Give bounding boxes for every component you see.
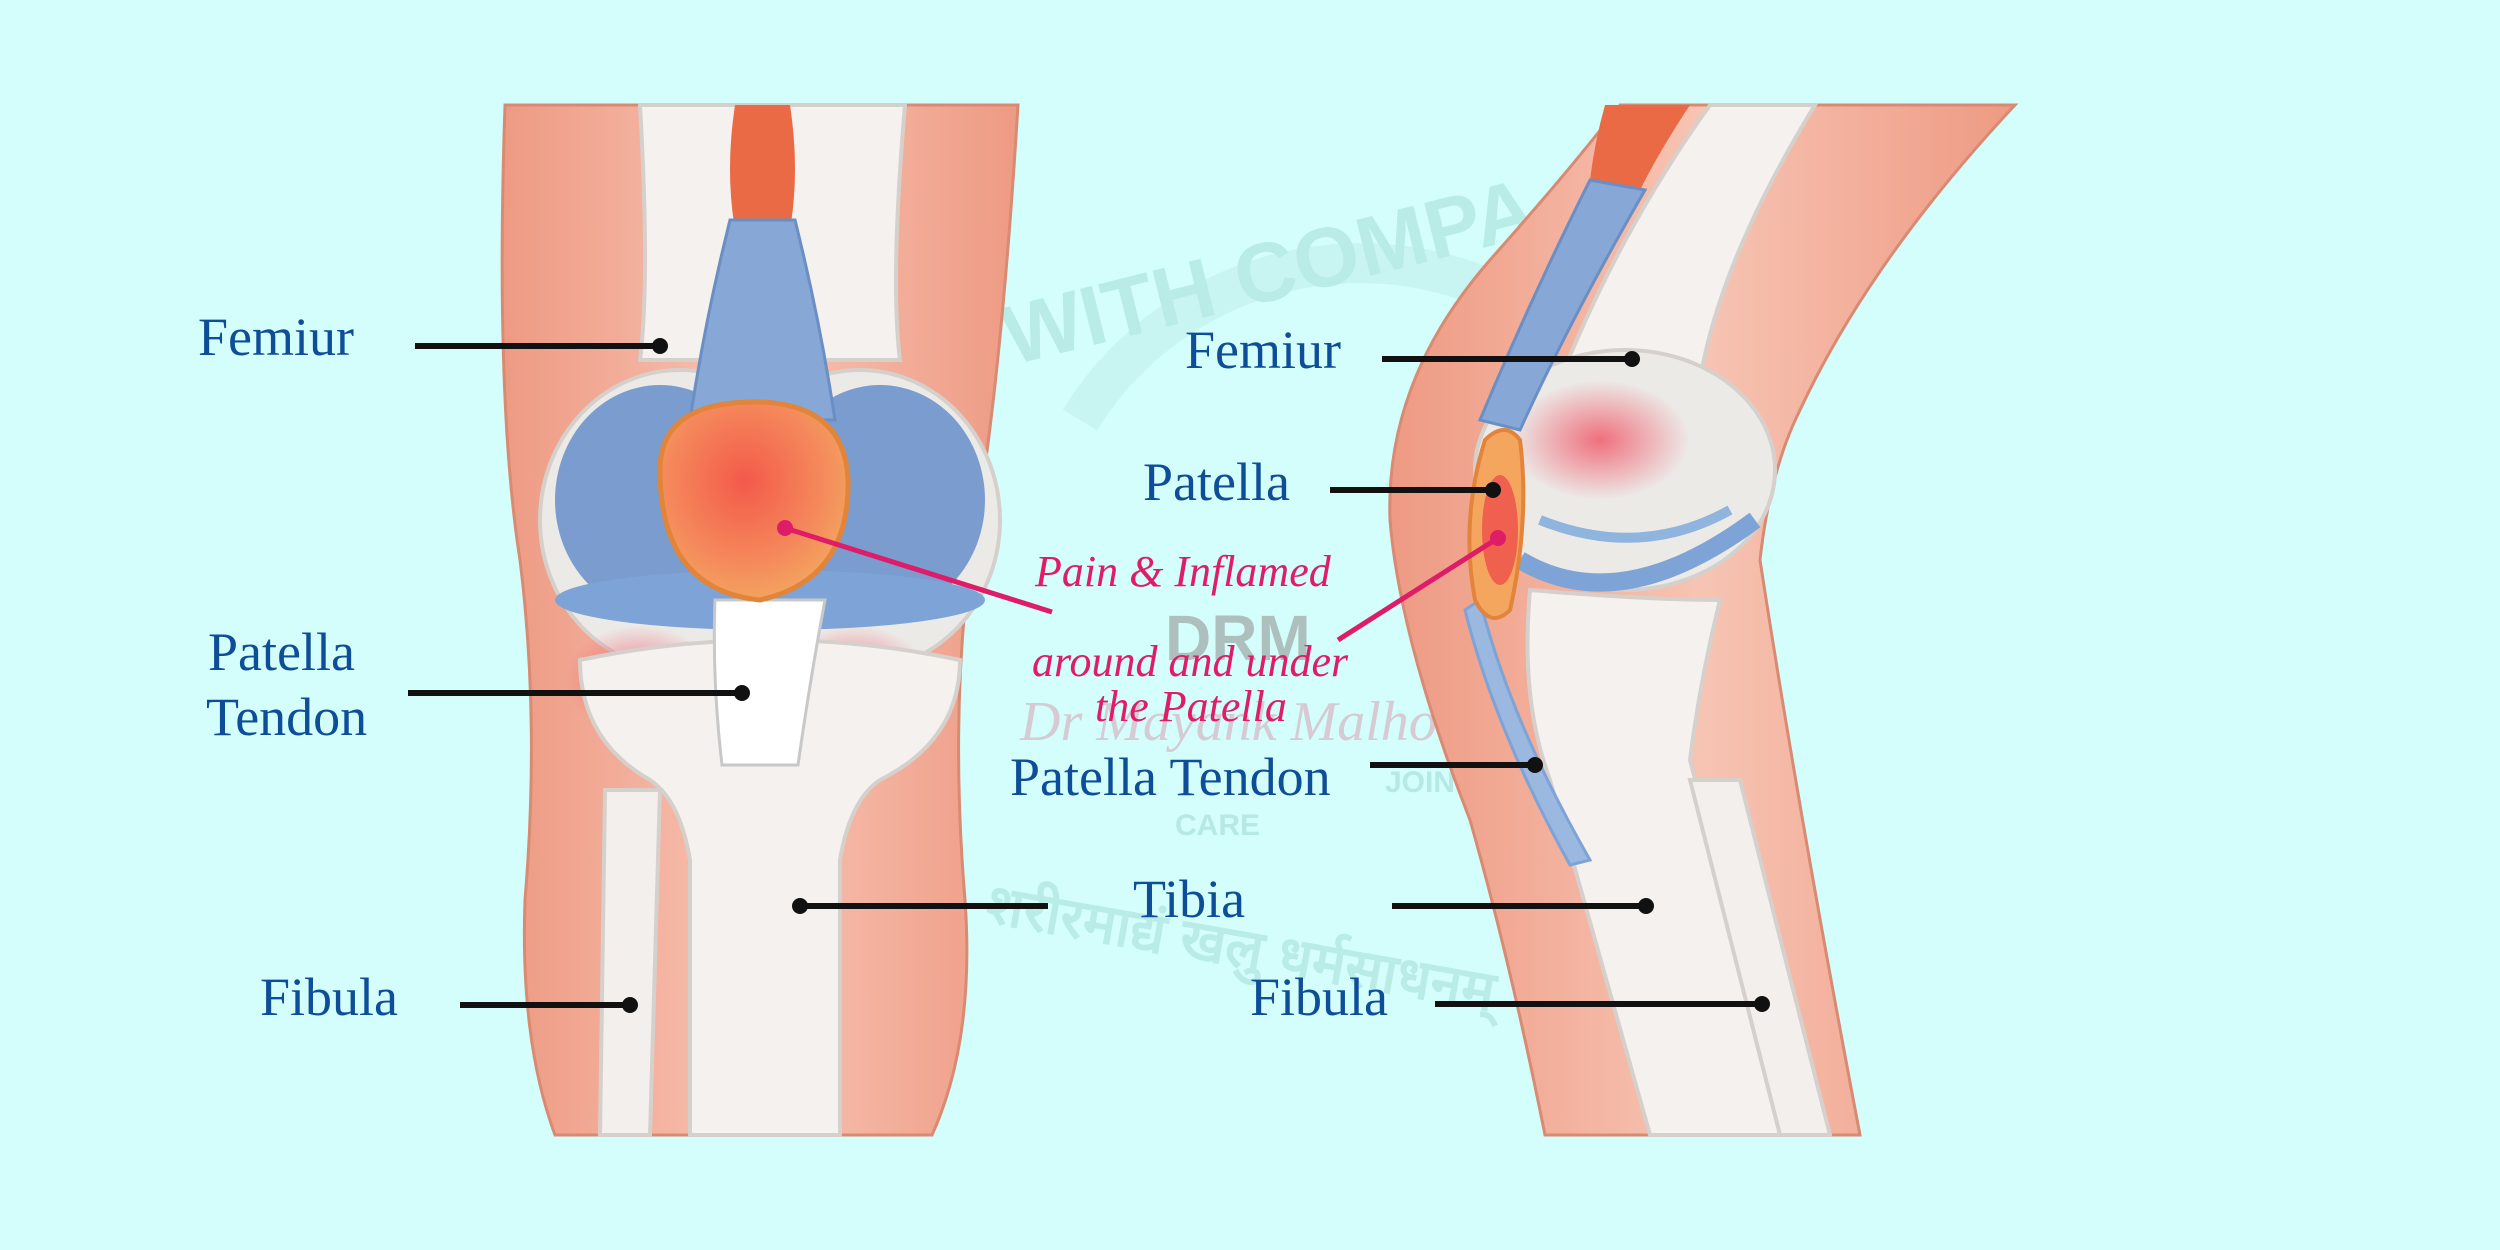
- pointer-dot-icon: [1490, 530, 1506, 546]
- side-knee-illustration: [1388, 103, 2019, 1137]
- pain-callout-line1: Pain & Inflamed: [1035, 547, 1331, 596]
- pain-leader-side: [1336, 535, 1500, 643]
- label-side-patella-tendon: Patella Tendon: [1010, 747, 1331, 807]
- pointer-dot-icon: [734, 685, 750, 701]
- pointer-dot-icon: [777, 520, 793, 536]
- label-front-femur: Femiur: [198, 307, 354, 367]
- label-front-patella-tendon-line2: Tendon: [206, 687, 368, 747]
- pain-leader-front: [784, 525, 1053, 615]
- pointer-dot-icon: [1624, 351, 1640, 367]
- label-tibia: Tibia: [1133, 869, 1246, 929]
- label-side-femur: Femiur: [1185, 320, 1341, 380]
- label-side-fibula: Fibula: [1250, 967, 1389, 1027]
- label-front-fibula: Fibula: [260, 967, 399, 1027]
- watermark-logo: DRM: [1165, 602, 1311, 674]
- pain-callout-line3: the Patella: [1095, 682, 1287, 731]
- pain-callout-line2: around and under: [1032, 637, 1349, 686]
- leader-lines: [408, 343, 1762, 1008]
- label-side-patella: Patella: [1143, 452, 1290, 512]
- watermark-tag-care: CARE: [1175, 809, 1260, 842]
- front-knee-illustration: [500, 103, 1020, 1137]
- pointer-dot-icon: [622, 997, 638, 1013]
- pointer-dot-icon: [1527, 757, 1543, 773]
- pointer-dot-icon: [652, 338, 668, 354]
- label-front-patella-tendon-line1: Patella: [208, 622, 355, 682]
- pointer-dot-icon: [1754, 996, 1770, 1012]
- pain-callout-lines: [784, 525, 1500, 643]
- pointer-dot-icon: [1485, 482, 1501, 498]
- leader-dots: [622, 338, 1770, 1013]
- pointer-dot-icon: [1638, 898, 1654, 914]
- watermark-name: Dr Mayank Malhotra: [1019, 691, 1502, 753]
- pointer-dot-icon: [792, 898, 808, 914]
